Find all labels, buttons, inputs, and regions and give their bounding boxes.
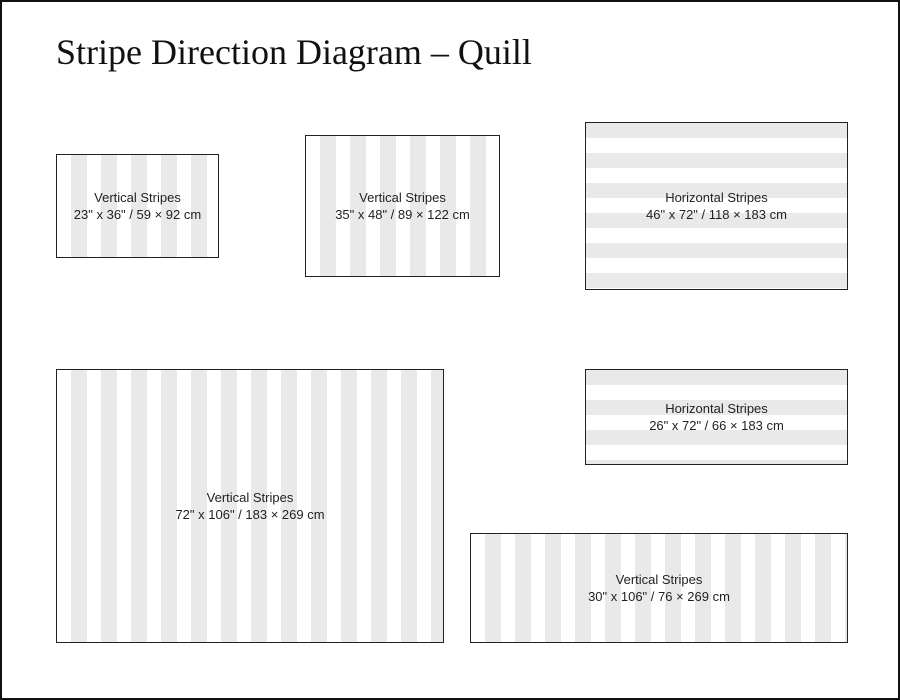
panel-orientation: Vertical Stripes: [206, 490, 294, 505]
panel-label: Horizontal Stripes 46" x 72" / 118 × 183…: [586, 189, 847, 223]
panel-horizontal-46x72: Horizontal Stripes 46" x 72" / 118 × 183…: [585, 122, 848, 290]
panel-orientation: Vertical Stripes: [359, 190, 446, 205]
panel-horizontal-26x72: Horizontal Stripes 26" x 72" / 66 × 183 …: [585, 369, 848, 465]
panel-size: 35" x 48" / 89 × 122 cm: [335, 207, 470, 222]
panel-orientation: Horizontal Stripes: [665, 190, 768, 205]
panel-label: Vertical Stripes 30" x 106" / 76 × 269 c…: [471, 571, 847, 605]
panel-size: 72" x 106" / 183 × 269 cm: [175, 507, 325, 522]
panel-size: 46" x 72" / 118 × 183 cm: [646, 207, 787, 222]
panel-orientation: Vertical Stripes: [615, 572, 703, 587]
panel-orientation: Horizontal Stripes: [665, 401, 768, 416]
panel-vertical-35x48: Vertical Stripes 35" x 48" / 89 × 122 cm: [305, 135, 500, 277]
panel-size: 23" x 36" / 59 × 92 cm: [73, 207, 202, 222]
panel-vertical-72x106: Vertical Stripes 72" x 106" / 183 × 269 …: [56, 369, 444, 643]
panel-label: Vertical Stripes 23" x 36" / 59 × 92 cm: [57, 189, 218, 223]
panel-label: Vertical Stripes 35" x 48" / 89 × 122 cm: [306, 189, 499, 223]
panel-label: Horizontal Stripes 26" x 72" / 66 × 183 …: [586, 400, 847, 434]
panel-label: Vertical Stripes 72" x 106" / 183 × 269 …: [57, 489, 443, 523]
panel-vertical-23x36: Vertical Stripes 23" x 36" / 59 × 92 cm: [56, 154, 219, 258]
panel-size: 26" x 72" / 66 × 183 cm: [649, 418, 784, 433]
panel-orientation: Vertical Stripes: [94, 190, 181, 205]
diagram-title: Stripe Direction Diagram – Quill: [56, 32, 532, 72]
panel-size: 30" x 106" / 76 × 269 cm: [588, 589, 730, 604]
panel-vertical-30x106: Vertical Stripes 30" x 106" / 76 × 269 c…: [470, 533, 848, 643]
